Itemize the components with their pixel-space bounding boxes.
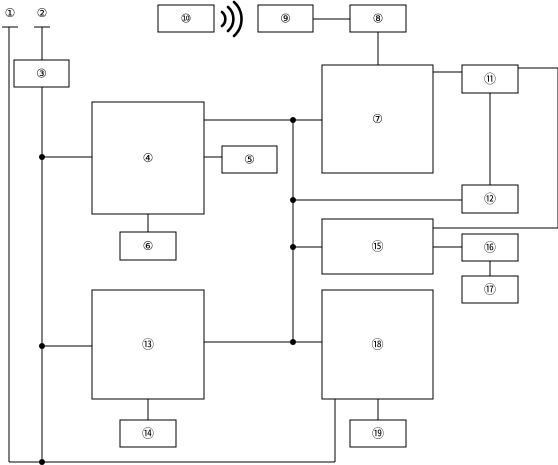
bus-wiring xyxy=(147,18,558,420)
block-label-19: ⑲ xyxy=(372,427,384,441)
junction-dots xyxy=(39,117,296,465)
block-3: ③ xyxy=(13,59,70,88)
block-9: ⑨ xyxy=(257,4,314,33)
block-16: ⑯ xyxy=(461,233,519,262)
block-label-17: ⑰ xyxy=(484,283,496,297)
block-label-3: ③ xyxy=(36,67,47,81)
terminal-2-label: ② xyxy=(37,6,48,20)
block-19: ⑲ xyxy=(349,419,407,448)
block-label-14: ⑭ xyxy=(142,427,154,441)
block-17: ⑰ xyxy=(461,275,519,304)
block-14: ⑭ xyxy=(119,419,177,448)
terminal-1-label: ① xyxy=(5,6,16,20)
block-label-15: ⑮ xyxy=(371,240,383,254)
block-label-13: ⑬ xyxy=(142,338,154,352)
block-11: ⑪ xyxy=(461,64,519,94)
block-10: ⑩ xyxy=(157,4,215,33)
block-7: ⑦ xyxy=(321,64,434,174)
block-label-6: ⑥ xyxy=(143,239,154,253)
block-label-16: ⑯ xyxy=(484,241,496,255)
block-8: ⑧ xyxy=(349,4,407,33)
block-label-7: ⑦ xyxy=(372,112,383,126)
block-label-11: ⑪ xyxy=(484,72,496,86)
block-label-4: ④ xyxy=(143,151,154,165)
block-15: ⑮ xyxy=(321,218,434,275)
supply-lines xyxy=(2,26,336,463)
block-label-9: ⑨ xyxy=(280,12,291,26)
block-6: ⑥ xyxy=(119,231,177,261)
block-13: ⑬ xyxy=(91,289,205,400)
block-label-12: ⑫ xyxy=(484,192,496,206)
block-label-5: ⑤ xyxy=(244,153,255,167)
block-label-18: ⑱ xyxy=(371,338,383,352)
block-4: ④ xyxy=(91,101,205,215)
block-label-8: ⑧ xyxy=(373,12,384,26)
block-12: ⑫ xyxy=(461,184,519,214)
block-5: ⑤ xyxy=(221,145,278,174)
wireless-signal-icon xyxy=(220,0,243,38)
block-18: ⑱ xyxy=(321,289,434,400)
block-label-10: ⑩ xyxy=(181,12,192,26)
